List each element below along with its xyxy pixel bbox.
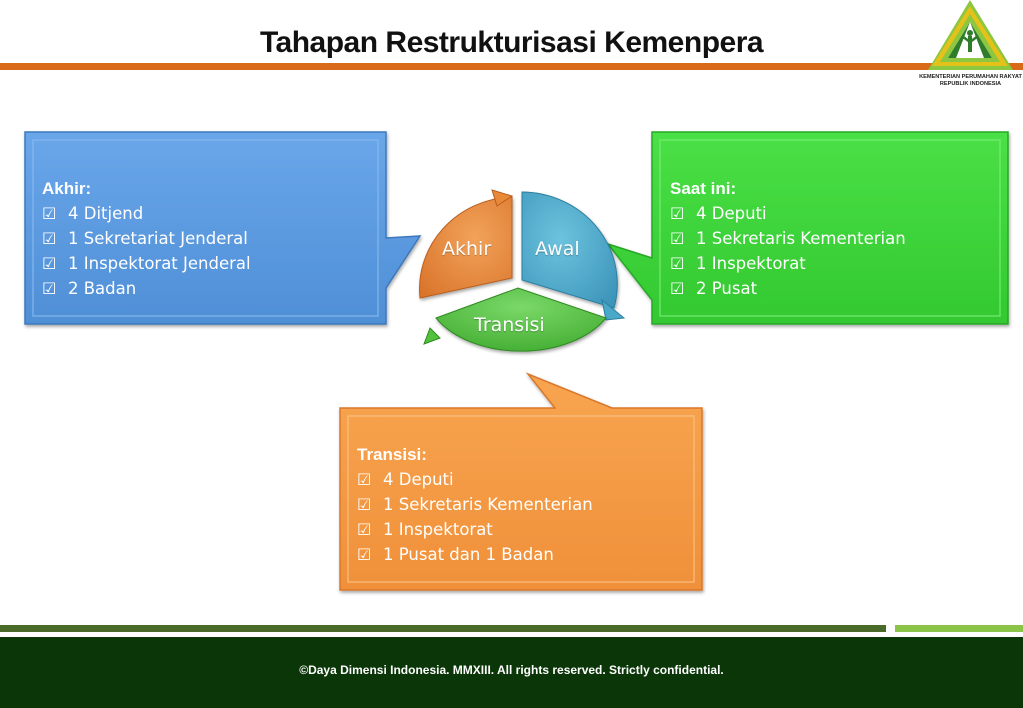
title-underline xyxy=(0,63,1023,70)
list-item: ☑4 Ditjend xyxy=(42,201,382,226)
transisi-box: Transisi: ☑4 Deputi ☑1 Sekretaris Kement… xyxy=(357,442,697,567)
page-title: Tahapan Restrukturisasi Kemenpera xyxy=(259,26,764,59)
callout-saat-ini-shape xyxy=(605,131,1009,325)
checkbox-checked-icon: ☑ xyxy=(42,229,57,248)
checkbox-checked-icon: ☑ xyxy=(670,204,685,223)
checkbox-checked-icon: ☑ xyxy=(42,279,57,298)
akhir-box: Akhir: ☑4 Ditjend ☑1 Sekretariat Jendera… xyxy=(42,176,382,301)
transisi-list: ☑4 Deputi ☑1 Sekretaris Kementerian ☑1 I… xyxy=(357,467,697,567)
footer: ©Daya Dimensi Indonesia. MMXIII. All rig… xyxy=(0,637,1023,708)
list-item: ☑1 Inspektorat xyxy=(357,517,697,542)
checkbox-checked-icon: ☑ xyxy=(670,254,685,273)
checkbox-checked-icon: ☑ xyxy=(42,254,57,273)
cycle-label-transisi: Transisi xyxy=(474,314,545,336)
footer-copyright: ©Daya Dimensi Indonesia. MMXIII. All rig… xyxy=(299,663,724,677)
checkbox-checked-icon: ☑ xyxy=(357,520,372,539)
callout-transisi-shape xyxy=(339,372,703,591)
akhir-list: ☑4 Ditjend ☑1 Sekretariat Jenderal ☑1 In… xyxy=(42,201,382,301)
saat-ini-box: Saat ini: ☑4 Deputi ☑1 Sekretaris Kement… xyxy=(670,176,1010,301)
ministry-logo: KEMENTERIAN PERUMAHAN RAKYAT REPUBLIK IN… xyxy=(918,0,1023,92)
list-item: ☑1 Inspektorat Jenderal xyxy=(42,251,382,276)
list-item: ☑4 Deputi xyxy=(670,201,1010,226)
house-tree-triangle-logo-icon xyxy=(928,0,1013,70)
list-item: ☑2 Pusat xyxy=(670,276,1010,301)
restructuring-diagram xyxy=(24,131,1009,591)
list-item: ☑2 Badan xyxy=(42,276,382,301)
logo-text-line1: KEMENTERIAN PERUMAHAN RAKYAT xyxy=(919,74,1022,80)
cycle-label-akhir: Akhir xyxy=(442,238,492,260)
saat-ini-heading: Saat ini: xyxy=(670,179,737,198)
cycle-segment-awal xyxy=(521,191,618,309)
transisi-heading: Transisi: xyxy=(357,445,427,464)
checkbox-checked-icon: ☑ xyxy=(357,545,372,564)
checkbox-checked-icon: ☑ xyxy=(670,279,685,298)
akhir-heading: Akhir: xyxy=(42,179,92,198)
checkbox-checked-icon: ☑ xyxy=(42,204,57,223)
callout-akhir-shape xyxy=(24,131,422,325)
list-item: ☑1 Sekretaris Kementerian xyxy=(670,226,1010,251)
checkbox-checked-icon: ☑ xyxy=(357,495,372,514)
cycle-segment-akhir xyxy=(419,196,513,299)
cycle-label-awal: Awal xyxy=(535,238,580,260)
list-item: ☑1 Sekretariat Jenderal xyxy=(42,226,382,251)
cycle-segment-transisi xyxy=(435,287,607,352)
list-item: ☑1 Sekretaris Kementerian xyxy=(357,492,697,517)
list-item: ☑1 Pusat dan 1 Badan xyxy=(357,542,697,567)
list-item: ☑4 Deputi xyxy=(357,467,697,492)
logo-text-line2: REPUBLIK INDONESIA xyxy=(939,81,1002,87)
list-item: ☑1 Inspektorat xyxy=(670,251,1010,276)
checkbox-checked-icon: ☑ xyxy=(357,470,372,489)
footer-separator-light xyxy=(895,625,1023,632)
saat-ini-list: ☑4 Deputi ☑1 Sekretaris Kementerian ☑1 I… xyxy=(670,201,1010,301)
footer-separator-dark xyxy=(0,625,886,632)
checkbox-checked-icon: ☑ xyxy=(670,229,685,248)
